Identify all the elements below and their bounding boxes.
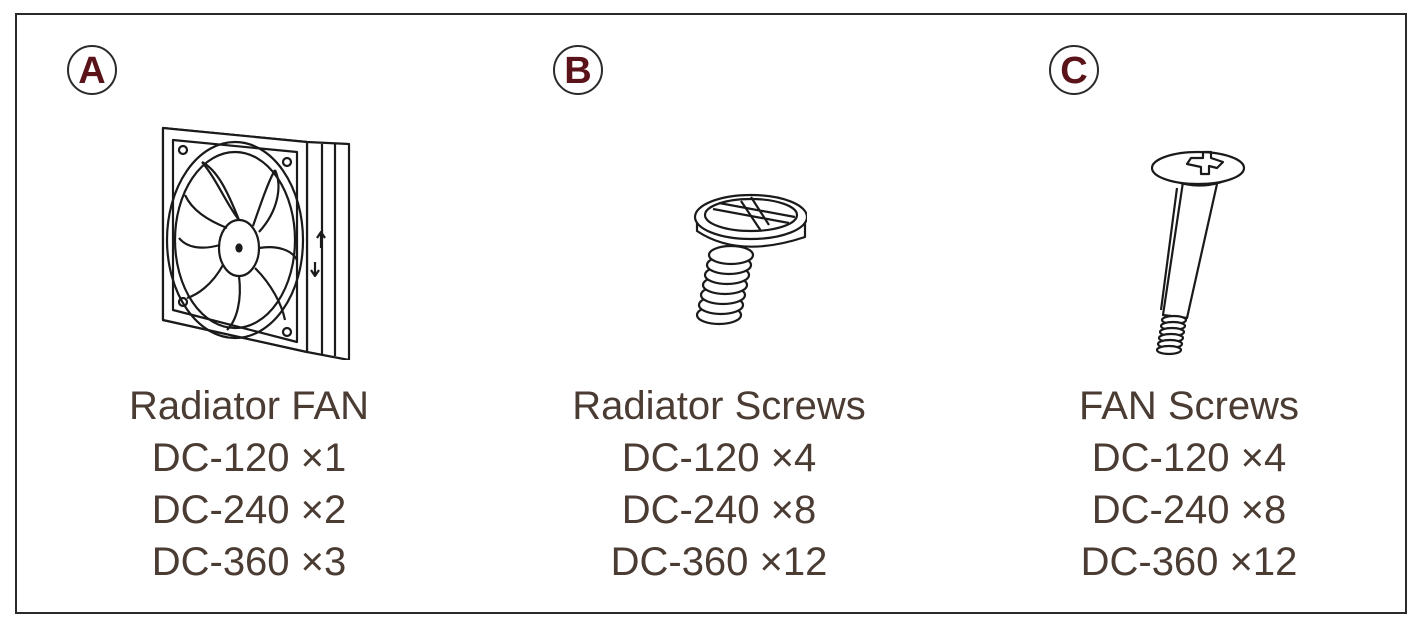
part-a-badge-letter: A [78,50,106,92]
part-b-title: Radiator Screws [572,384,866,428]
part-b-badge-letter: B [564,50,592,92]
part-b: B [487,15,951,612]
part-a-caption: Radiator FAN DC-120 ×1 DC-240 ×2 DC-360 … [17,380,481,588]
part-a-title: Radiator FAN [128,384,370,428]
part-c-badge-letter: C [1060,50,1088,92]
fan-screw-icon [1150,150,1246,356]
part-c: C [957,15,1420,612]
part-a-line-3: DC-360 ×3 [151,540,347,584]
part-a-badge: A [67,45,117,95]
part-b-line-2: DC-240 ×8 [621,488,817,532]
part-a-line-1: DC-120 ×1 [151,436,347,480]
radiator-screw-icon [693,193,807,326]
part-c-line-2: DC-240 ×8 [1091,488,1287,532]
part-a-line-2: DC-240 ×2 [151,488,347,532]
radiator-fan-icon [161,126,351,360]
part-c-line-3: DC-360 ×12 [1080,540,1298,584]
part-c-title: FAN Screws [1078,384,1300,428]
part-c-caption: FAN Screws DC-120 ×4 DC-240 ×8 DC-360 ×1… [957,380,1420,588]
part-c-line-1: DC-120 ×4 [1091,436,1287,480]
part-c-badge: C [1049,45,1099,95]
part-b-badge: B [553,45,603,95]
part-a: A [17,15,481,612]
part-b-line-1: DC-120 ×4 [621,436,817,480]
part-b-caption: Radiator Screws DC-120 ×4 DC-240 ×8 DC-3… [487,380,951,588]
parts-list-frame: A [15,13,1407,614]
part-b-line-3: DC-360 ×12 [610,540,828,584]
